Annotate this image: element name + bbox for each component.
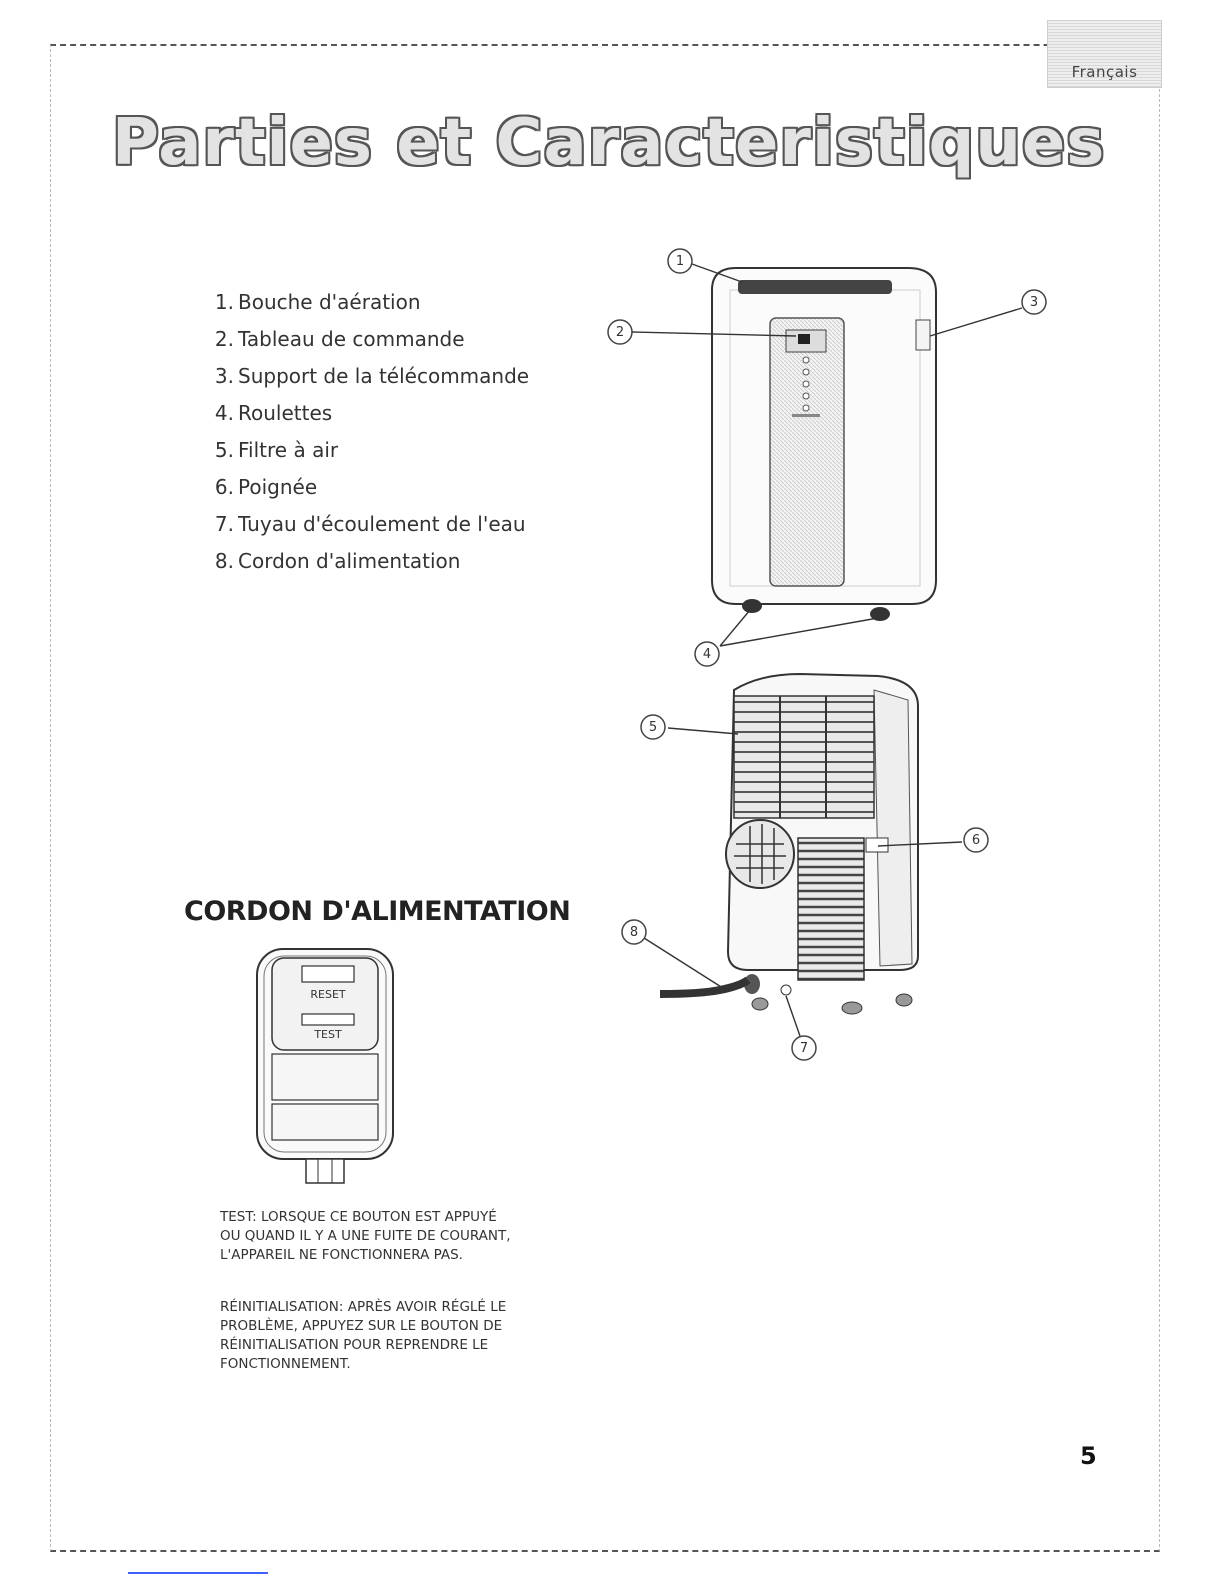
cord-section-heading: CORDON D'ALIMENTATION xyxy=(184,896,571,927)
language-tab[interactable]: Français xyxy=(1047,20,1162,88)
list-item: 5.Filtre à air xyxy=(200,435,529,472)
test-note: TEST: LORSQUE CE BOUTON EST APPUYÉ OU QU… xyxy=(220,1209,511,1263)
list-item: 2.Tableau de commande xyxy=(200,324,529,361)
callout-2: 2 xyxy=(607,319,633,345)
control-panel xyxy=(769,317,845,587)
list-item: 7.Tuyau d'écoulement de l'eau xyxy=(200,509,529,546)
page-number: 5 xyxy=(1080,1442,1097,1470)
list-item-label: Support de la télécommande xyxy=(238,364,530,388)
callout-8: 8 xyxy=(621,919,647,945)
power-plug-illustration: RESET TEST xyxy=(256,948,394,1184)
callout-4-label: 4 xyxy=(703,647,711,662)
reset-button-label: RESET xyxy=(310,988,346,1001)
list-item-number: 4. xyxy=(214,401,234,425)
caster-right xyxy=(870,607,890,621)
callout-5: 5 xyxy=(640,714,666,740)
list-item-number: 7. xyxy=(214,512,234,536)
callout-2-label: 2 xyxy=(616,325,624,340)
front-unit xyxy=(711,267,937,621)
test-button xyxy=(301,1013,355,1026)
page-title: Parties et Caracteristiques xyxy=(112,106,1106,180)
remote-holder xyxy=(915,319,931,351)
list-item: 1.Bouche d'aération xyxy=(200,287,529,324)
drain-hose xyxy=(780,984,792,996)
list-item-label: Filtre à air xyxy=(238,438,339,462)
reset-note: RÉINITIALISATION: APRÈS AVOIR RÉGLÉ LE P… xyxy=(220,1299,507,1372)
list-item-number: 3. xyxy=(214,364,234,388)
callout-3: 3 xyxy=(1021,289,1047,315)
callout-3-label: 3 xyxy=(1030,295,1038,310)
callout-8-label: 8 xyxy=(630,925,638,940)
callout-1-label: 1 xyxy=(676,254,684,269)
list-item-number: 6. xyxy=(214,475,234,499)
callout-6-label: 6 xyxy=(972,833,980,848)
power-cord xyxy=(659,976,751,998)
back-unit xyxy=(659,672,919,1015)
callout-5-label: 5 xyxy=(649,720,657,735)
callout-6: 6 xyxy=(963,827,989,853)
callout-7-label: 7 xyxy=(800,1041,808,1056)
language-tab-label: Français xyxy=(1071,63,1138,81)
callout-1: 1 xyxy=(667,248,693,274)
list-item-label: Tuyau d'écoulement de l'eau xyxy=(238,512,526,536)
list-item-number: 1. xyxy=(214,290,234,314)
page-border xyxy=(50,44,1160,1552)
list-item: 8.Cordon d'alimentation xyxy=(200,546,529,583)
list-item: 6.Poignée xyxy=(200,472,529,509)
link-underline[interactable] xyxy=(128,1572,268,1574)
test-button-label: TEST xyxy=(313,1028,342,1041)
list-item-number: 8. xyxy=(214,549,234,573)
list-item-label: Tableau de commande xyxy=(238,327,465,351)
parts-list: 1.Bouche d'aération 2.Tableau de command… xyxy=(200,287,529,583)
list-item-number: 5. xyxy=(214,438,234,462)
air-vent xyxy=(738,280,892,294)
list-item-label: Poignée xyxy=(238,475,318,499)
list-item: 3.Support de la télécommande xyxy=(200,361,529,398)
callout-4: 4 xyxy=(694,641,720,667)
caster-left xyxy=(742,599,762,613)
callout-7: 7 xyxy=(791,1035,817,1061)
list-item-label: Cordon d'alimentation xyxy=(238,549,461,573)
list-item-label: Bouche d'aération xyxy=(238,290,421,314)
list-item-number: 2. xyxy=(214,327,234,351)
air-filter xyxy=(733,695,875,819)
list-item: 4.Roulettes xyxy=(200,398,529,435)
list-item-label: Roulettes xyxy=(238,401,333,425)
